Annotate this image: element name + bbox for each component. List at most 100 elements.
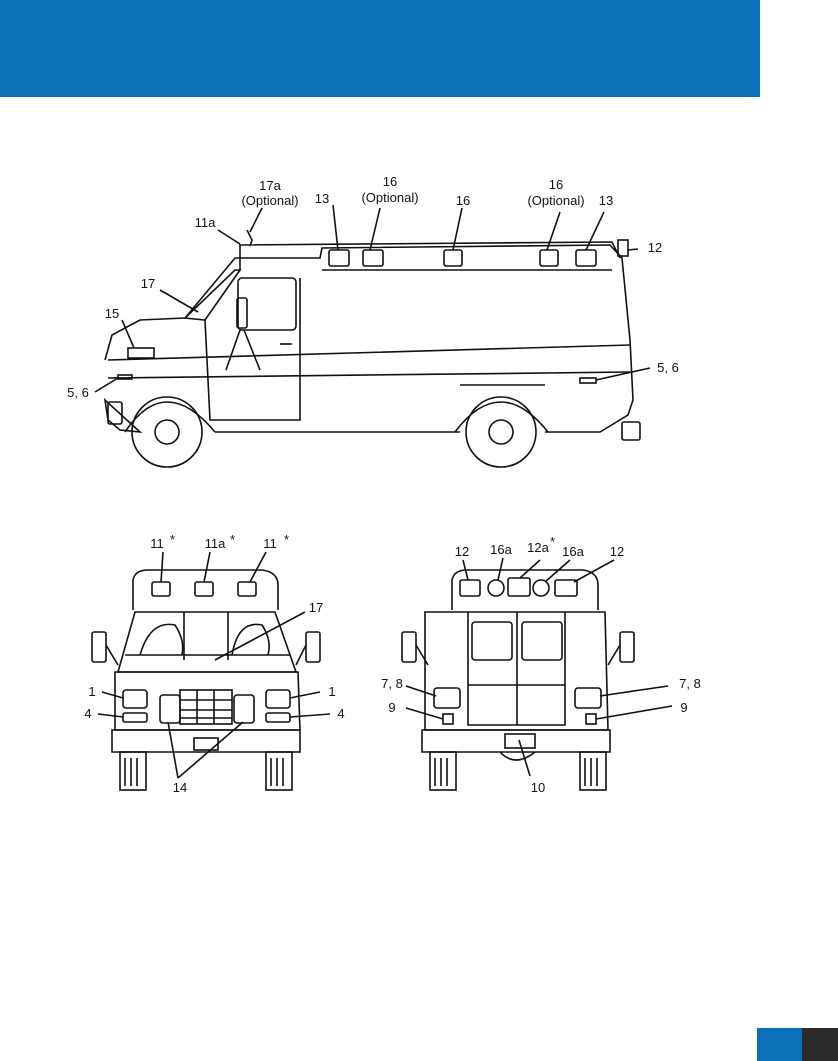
van-body-outline: [103, 244, 634, 434]
cab-window: [237, 277, 297, 331]
label-4-left: 4: [84, 706, 91, 721]
label-11a-front: 11a: [205, 536, 226, 551]
label-16-mid: 16: [456, 193, 470, 208]
roof-light-13-right: [575, 249, 597, 267]
tail-light-right: [574, 687, 602, 709]
front-turn-right: [265, 712, 291, 723]
reflector-right: [585, 713, 597, 725]
label-12-side: 12: [648, 240, 662, 255]
roof-light-12-left: [459, 579, 481, 597]
label-16-left-optional: (Optional): [361, 190, 418, 205]
cab-door: [204, 278, 301, 421]
label-9-right: 9: [680, 700, 687, 715]
grille-light-14-right: [233, 694, 255, 724]
label-16a-right: 16a: [562, 544, 584, 559]
rear-plate: [504, 733, 536, 749]
roof-light-16-right: [539, 249, 559, 267]
star-12a: *: [550, 534, 555, 549]
roof-light-16-mid: [443, 249, 463, 267]
side-mirror: [236, 297, 248, 329]
label-16a-left: 16a: [490, 542, 512, 557]
front-turn-left: [122, 712, 148, 723]
label-12-rear-right: 12: [610, 544, 624, 559]
label-1-right: 1: [328, 684, 335, 699]
rear-light-12: [617, 239, 629, 257]
rear-roof-module: [451, 569, 599, 610]
label-17-front: 17: [309, 600, 323, 615]
front-tire-left: [119, 751, 147, 791]
label-5-6-rear: 5, 6: [657, 360, 679, 375]
header-band: [0, 0, 760, 97]
rear-doors: [467, 612, 566, 726]
label-12-rear-left: 12: [455, 544, 469, 559]
roof-light-16a-right: [532, 579, 550, 597]
rear-step: [621, 421, 641, 441]
label-13-right: 13: [599, 193, 613, 208]
windshield: [183, 269, 242, 321]
rear-view: [401, 557, 673, 791]
front-bumper: [107, 401, 123, 425]
roof-light-12a: [507, 577, 531, 597]
rear-mirror-left: [401, 631, 417, 663]
label-14: 14: [173, 780, 187, 795]
side-marker-rear: [579, 377, 597, 384]
rear-wheel-arch: [454, 401, 549, 433]
headlight-right: [265, 689, 291, 709]
rear-tire-left: [429, 751, 457, 791]
label-9-left: 9: [388, 700, 395, 715]
roof-light-13-left: [328, 249, 350, 267]
front-tire-right: [265, 751, 293, 791]
headlight-left: [122, 689, 148, 709]
spotlight-17a: [246, 229, 253, 247]
label-12a: 12a: [527, 540, 549, 555]
roof-module: [239, 241, 621, 271]
roof-light-11-left: [151, 581, 171, 597]
label-15: 15: [105, 306, 119, 321]
front-view: [91, 551, 331, 791]
star-11-right: *: [284, 532, 289, 547]
rear-window-left: [471, 621, 513, 661]
star-11a: *: [230, 532, 235, 547]
label-4-right: 4: [337, 706, 344, 721]
roof-light-16a-left: [487, 579, 505, 597]
tail-light-left: [433, 687, 461, 709]
label-17a-optional: (Optional): [241, 193, 298, 208]
side-marker-front: [117, 374, 133, 380]
front-plate: [193, 737, 219, 751]
side-view-labels: 17a (Optional) 11a 13 16 (Optional) 16 1…: [67, 174, 679, 400]
grille-light-14-left: [159, 694, 181, 724]
rear-mirror-right: [619, 631, 635, 663]
label-17a: 17a: [259, 178, 281, 193]
front-roof-module: [132, 569, 279, 610]
label-10: 10: [531, 780, 545, 795]
label-16-left: 16: [383, 174, 397, 189]
label-13-left: 13: [315, 191, 329, 206]
star-11-left: *: [170, 532, 175, 547]
grille-light-15: [127, 347, 155, 359]
reflector-left: [442, 713, 454, 725]
roof-light-16-left: [362, 249, 384, 267]
label-11a-side: 11a: [195, 215, 216, 230]
rear-view-labels: 12 16a 12a * 16a 12 7, 8 7, 8 9 9 10: [381, 534, 701, 795]
roof-light-11a: [194, 581, 214, 597]
label-16-right-optional: (Optional): [527, 193, 584, 208]
front-mirror-left: [91, 631, 107, 663]
front-wheel: [131, 396, 203, 468]
rear-wheel: [465, 396, 537, 468]
label-5-6-front: 5, 6: [67, 385, 89, 400]
label-16-right: 16: [549, 177, 563, 192]
side-view: [94, 204, 651, 468]
label-11-right: 11: [263, 536, 277, 551]
page-corner-dark: [802, 1028, 838, 1061]
label-11-left: 11: [150, 536, 164, 551]
label-7-8-right: 7, 8: [679, 676, 701, 691]
roof-light-12-right: [554, 579, 578, 597]
label-1-left: 1: [88, 684, 95, 699]
front-view-labels: 11 * 11a * 11 * 17 1 1 4 4 14: [84, 532, 344, 795]
front-mirror-right: [305, 631, 321, 663]
page-corner-blue: [757, 1028, 802, 1061]
rear-window-right: [521, 621, 563, 661]
rear-tire-right: [579, 751, 607, 791]
roof-light-11-right: [237, 581, 257, 597]
